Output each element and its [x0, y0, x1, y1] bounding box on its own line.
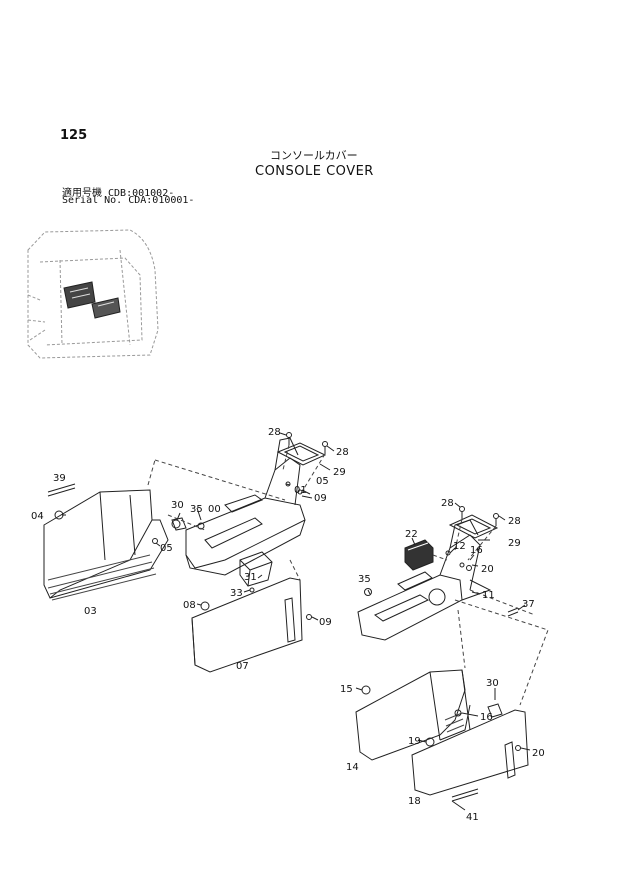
callout-30: 30 — [171, 500, 184, 511]
part-22-right-box — [404, 539, 434, 571]
callout-28: 28 — [508, 516, 521, 527]
callout-14: 14 — [346, 762, 359, 773]
callout-05: 05 — [316, 476, 329, 487]
serial-number: Serial No. CDA:010001- — [62, 195, 195, 206]
part-31-left-storage-box — [239, 551, 273, 587]
right-leader-lines — [432, 518, 549, 706]
callout-37: 37 — [522, 599, 535, 610]
page-number: 125 — [60, 128, 88, 143]
callout-01: 01 — [294, 485, 307, 496]
callout-09: 09 — [319, 617, 332, 628]
callout-16: 16 — [470, 545, 483, 556]
callout-35: 35 — [358, 574, 371, 585]
callout-04: 04 — [31, 511, 44, 522]
part-29-right-top-pad — [448, 514, 499, 539]
part-39-strip — [47, 483, 76, 497]
callout-18: 18 — [408, 796, 421, 807]
part-00-left-console-top — [185, 437, 306, 576]
callout-28: 28 — [441, 498, 454, 509]
part-14-right-side-cover — [355, 669, 471, 761]
callout-numbers: 28 28 29 01 05 09 00 35 30 05 39 04 03 3… — [31, 427, 545, 823]
callout-05: 05 — [160, 543, 173, 554]
serial-applicable-models: 適用号機 CDB:001002- — [62, 188, 175, 199]
part-41-strip — [451, 788, 479, 802]
cab-locator-thumbnail — [27, 229, 159, 359]
callout-29: 29 — [508, 538, 521, 549]
part-29-left-top-pad — [276, 442, 327, 466]
callout-16: 16 — [480, 712, 493, 723]
callout-35: 35 — [190, 504, 203, 515]
callout-28: 28 — [268, 427, 281, 438]
thumbnail-console-right — [91, 297, 121, 319]
callout-31: 31 — [244, 572, 257, 583]
callout-29: 29 — [333, 467, 346, 478]
title-english: CONSOLE COVER — [255, 164, 374, 179]
thumbnail-console-left — [63, 281, 96, 309]
callout-leaders — [62, 432, 531, 811]
callout-03: 03 — [84, 606, 97, 617]
callout-07: 07 — [236, 661, 249, 672]
callout-41: 41 — [466, 812, 479, 823]
title-japanese: コンソールカバー — [270, 149, 358, 162]
callout-20: 20 — [481, 564, 494, 575]
part-37-strip — [507, 607, 519, 617]
callout-22: 22 — [405, 529, 418, 540]
callout-15: 15 — [340, 684, 353, 695]
left-leader-lines — [147, 444, 326, 581]
callout-39: 39 — [53, 473, 66, 484]
part-03-left-side-cover — [43, 489, 169, 601]
callout-20: 20 — [532, 748, 545, 759]
callout-19: 19 — [408, 736, 421, 747]
callout-09: 09 — [314, 493, 327, 504]
callout-11: 11 — [482, 590, 495, 601]
callout-00: 00 — [208, 504, 221, 515]
part-11-right-console-top — [357, 519, 492, 641]
callout-33: 33 — [230, 588, 243, 599]
callout-28: 28 — [336, 447, 349, 458]
part-18-right-lower-cover — [411, 709, 529, 796]
callout-08: 08 — [183, 600, 196, 611]
right-fasteners — [361, 506, 521, 751]
callout-30: 30 — [486, 678, 499, 689]
callout-12: 12 — [453, 541, 466, 552]
part-07-left-lower-cover — [191, 577, 303, 673]
